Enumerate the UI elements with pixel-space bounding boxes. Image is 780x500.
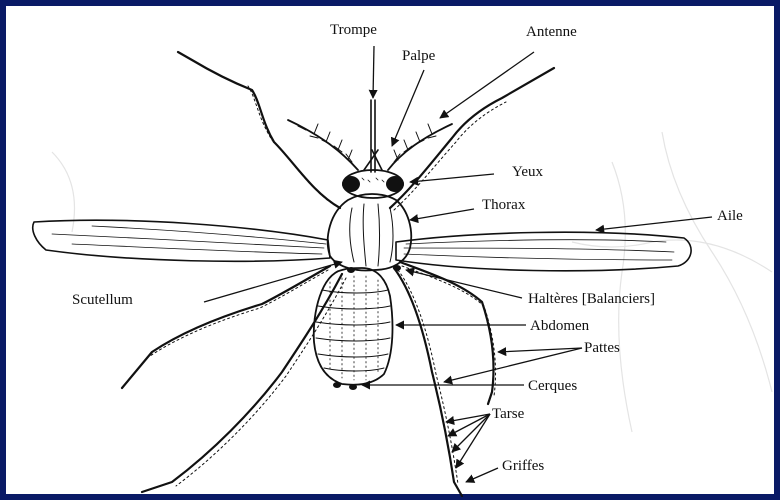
arrow-griffes	[466, 468, 498, 482]
arrow-yeux	[410, 174, 494, 182]
label-antenne: Antenne	[526, 24, 577, 40]
label-cerques: Cerques	[528, 378, 577, 394]
label-halteres: Haltères [Balanciers]	[528, 291, 655, 307]
head-appendages	[288, 100, 452, 172]
watermark-drawing	[52, 132, 772, 432]
label-palpe: Palpe	[402, 48, 436, 64]
label-griffes: Griffes	[502, 458, 544, 474]
arrow-pattes-2	[444, 348, 582, 382]
arrow-halteres	[406, 270, 522, 298]
arrow-tarse-4	[456, 414, 490, 468]
arrow-thorax	[410, 209, 474, 220]
label-scutellum: Scutellum	[72, 292, 133, 308]
label-thorax: Thorax	[482, 197, 526, 213]
arrow-antenne	[440, 52, 534, 118]
arrow-palpe	[392, 70, 424, 146]
label-trompe: Trompe	[330, 22, 377, 38]
mosquito-diagram: Trompe Palpe Antenne Yeux Thorax Aile Sc…	[12, 12, 780, 500]
label-pattes: Pattes	[584, 340, 620, 356]
abdomen	[314, 265, 401, 390]
legs	[122, 52, 554, 496]
label-yeux: Yeux	[512, 164, 543, 180]
label-aile: Aile	[717, 208, 743, 224]
label-tarse: Tarse	[492, 406, 525, 422]
leader-lines	[204, 46, 712, 482]
label-abdomen: Abdomen	[530, 318, 590, 334]
arrow-scutellum	[204, 262, 342, 302]
arrow-trompe	[373, 46, 374, 98]
